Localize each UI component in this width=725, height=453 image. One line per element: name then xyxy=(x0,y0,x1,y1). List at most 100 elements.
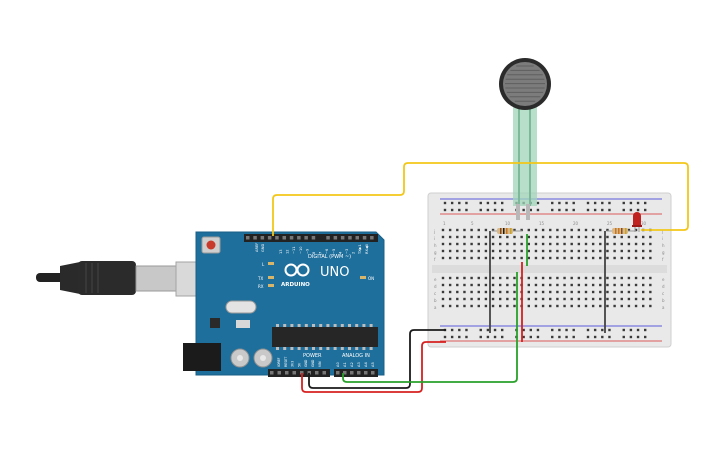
breadboard-hole xyxy=(470,235,473,239)
breadboard-hole xyxy=(491,304,495,308)
breadboard-hole xyxy=(591,228,595,232)
rail-hole xyxy=(622,201,625,205)
resistor[interactable] xyxy=(492,228,522,234)
breadboard-hole xyxy=(599,297,602,301)
breadboard-hole xyxy=(549,256,552,260)
breadboard-hole xyxy=(456,249,459,253)
breadboard-hole xyxy=(627,242,631,246)
breadboard-hole xyxy=(620,283,623,287)
row-letter: b xyxy=(434,298,437,303)
breadboard-hole xyxy=(563,297,566,301)
rail-hole xyxy=(450,328,454,332)
breadboard-hole xyxy=(506,235,509,239)
header-hole xyxy=(260,236,265,240)
force-sensor[interactable] xyxy=(499,58,551,220)
breadboard-hole xyxy=(613,297,616,301)
breadboard-hole xyxy=(441,235,445,239)
breadboard-hole xyxy=(541,304,545,308)
breadboard-hole xyxy=(563,256,566,260)
breadboard-hole xyxy=(634,242,638,246)
breadboard-hole xyxy=(513,228,516,232)
rail-hole xyxy=(443,201,447,205)
breadboard-hole xyxy=(549,235,552,239)
breadboard-hole xyxy=(499,249,502,253)
header-hole xyxy=(333,236,338,240)
breadboard-hole xyxy=(527,228,530,232)
breadboard-hole xyxy=(484,297,488,301)
wires xyxy=(272,162,689,393)
breadboard-hole xyxy=(591,242,595,246)
breadboard-hole xyxy=(606,242,609,246)
chip-pin xyxy=(297,347,301,350)
power-jack[interactable] xyxy=(183,343,221,371)
breadboard-hole xyxy=(606,283,609,287)
breadboard-hole xyxy=(556,283,559,287)
row-letter: a xyxy=(434,305,437,310)
rail-hole xyxy=(551,201,554,205)
breadboard-hole xyxy=(613,304,616,308)
breadboard-hole xyxy=(463,242,466,246)
row-letter: g xyxy=(662,250,665,255)
reset-button-cap xyxy=(206,240,216,250)
breadboard-hole xyxy=(620,297,623,301)
breadboard-hole xyxy=(613,242,616,246)
breadboard-hole xyxy=(477,290,480,294)
breadboard-hole xyxy=(527,235,530,239)
chip-pin xyxy=(348,347,351,350)
breadboard-hole xyxy=(563,304,566,308)
breadboard-hole xyxy=(541,235,545,239)
breadboard-hole xyxy=(556,304,559,308)
rail-hole xyxy=(601,335,604,339)
power-pin-label: 5V xyxy=(297,362,301,367)
digital-pin-label: 7 xyxy=(319,252,323,254)
rx-label: RX xyxy=(258,284,264,289)
rail-hole xyxy=(644,328,647,332)
breadboard-hole xyxy=(649,276,652,280)
wire-yellow[interactable] xyxy=(272,162,689,236)
column-number: 25 xyxy=(607,221,613,226)
power-pin-label: GND xyxy=(311,359,315,367)
breadboard-hole xyxy=(470,283,473,287)
rail-hole xyxy=(586,201,590,205)
header-hole xyxy=(357,371,361,375)
rail-hole xyxy=(458,201,461,205)
breadboard-hole xyxy=(541,283,545,287)
breadboard-hole xyxy=(506,297,509,301)
resistor[interactable] xyxy=(607,228,636,234)
breadboard-hole xyxy=(549,290,552,294)
column-number: 30 xyxy=(641,221,647,226)
breadboard-hole xyxy=(448,228,452,232)
breadboard-hole xyxy=(448,235,452,239)
microcontroller-chip xyxy=(272,327,378,347)
rail-hole xyxy=(522,208,525,212)
led[interactable] xyxy=(632,212,642,232)
digital-pin-label: 13 xyxy=(279,249,283,254)
breadboard-hole xyxy=(513,290,516,294)
breadboard-hole xyxy=(627,290,631,294)
wire-red-5v[interactable] xyxy=(301,341,446,393)
row-letter: e xyxy=(434,277,437,282)
row-letter: d xyxy=(434,284,437,289)
wire-green-a0[interactable] xyxy=(342,272,518,383)
breadboard-hole xyxy=(549,242,552,246)
breadboard-hole xyxy=(556,276,559,280)
breadboard-hole xyxy=(577,249,581,253)
wire-black-gnd[interactable] xyxy=(308,329,446,389)
usb-cable[interactable] xyxy=(36,261,199,297)
power-pin-label: 3V3 xyxy=(291,361,295,367)
breadboard-hole xyxy=(556,256,559,260)
header-hole xyxy=(355,236,359,240)
rx-led xyxy=(268,284,274,287)
breadboard-hole xyxy=(527,290,530,294)
breadboard-hole xyxy=(627,276,631,280)
rail-hole xyxy=(465,201,468,205)
breadboard-hole xyxy=(577,242,581,246)
rail-hole xyxy=(586,328,590,332)
breadboard-hole xyxy=(541,276,545,280)
breadboard-hole xyxy=(613,249,616,253)
header-hole xyxy=(322,371,326,375)
digital-pin-label: TX▶1 xyxy=(358,244,362,255)
breadboard-hole xyxy=(484,242,488,246)
